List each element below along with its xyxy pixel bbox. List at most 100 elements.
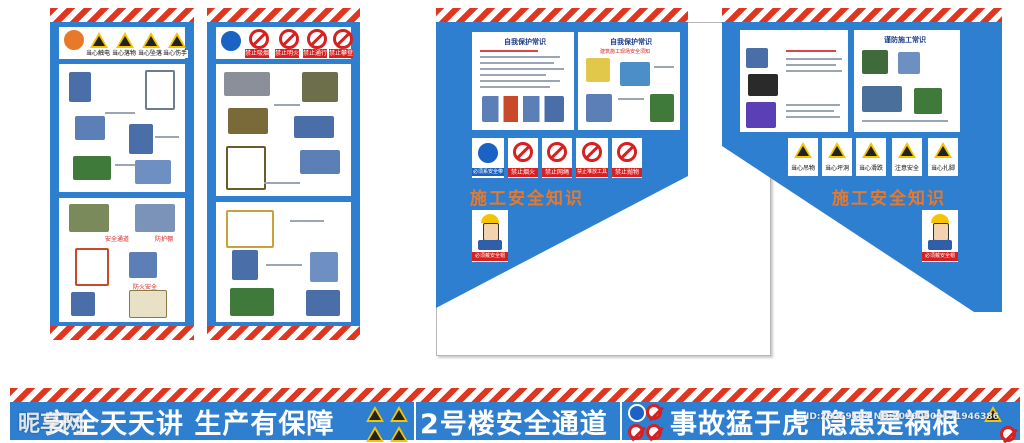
- text-line: [264, 182, 300, 184]
- sign-label: 禁止堆放工具: [576, 168, 608, 177]
- illustration-card: 安全通道 防护棚 防火安全: [59, 198, 185, 322]
- machine-illustration: [748, 74, 778, 96]
- machine-illustration: [230, 288, 274, 316]
- sign-card: 禁止抛物: [612, 138, 642, 178]
- sign-label: 禁止网绳: [542, 168, 572, 177]
- banner-sign-group: [982, 404, 1018, 442]
- banner-divider: [620, 402, 622, 440]
- worker-illustration: [650, 94, 674, 122]
- worker-illustration: [586, 58, 610, 82]
- worker-illustration: [310, 252, 338, 282]
- machine-illustration: [862, 50, 888, 74]
- sign-label: 禁止攀登: [329, 49, 354, 58]
- sign-label: 禁止吸烟: [245, 49, 270, 58]
- worker-illustration: [586, 94, 612, 122]
- card-title: 自我保护常识: [610, 38, 652, 46]
- machine-illustration: [862, 86, 902, 112]
- prohibition-icon: [628, 424, 644, 440]
- scaffold-illustration: [145, 70, 175, 110]
- card-caption: 防火安全: [133, 284, 158, 291]
- sign-card: 必须系安全带: [472, 138, 504, 178]
- helmet-sign: 必须戴安全帽: [922, 210, 958, 262]
- text-line: [115, 164, 135, 166]
- fall-warning-icon: [142, 32, 160, 48]
- no-smoking-icon: [249, 29, 269, 49]
- text-line: [480, 62, 554, 64]
- electric-warning-icon: [90, 32, 108, 48]
- text-line: [480, 68, 564, 70]
- sign-card: 禁止堆放工具: [576, 138, 608, 178]
- sign-label: 必须戴安全帽: [922, 252, 958, 261]
- hazard-stripe-top: [207, 8, 360, 22]
- warning-icon: [390, 426, 408, 442]
- worker-illustration: [71, 292, 95, 316]
- text-line: [786, 116, 840, 118]
- text-line: [480, 80, 560, 82]
- hanging-load-icon: [794, 142, 812, 158]
- worker-illustration: [898, 52, 920, 74]
- worker-face-icon: [483, 223, 499, 241]
- banner-sign-group: [626, 404, 666, 440]
- no-throw-icon: [617, 142, 637, 162]
- text-line: [480, 74, 546, 76]
- text-line: [480, 56, 560, 58]
- mandatory-icon: [219, 29, 243, 53]
- card-label: 安全通道: [105, 236, 130, 243]
- no-tools-icon: [582, 142, 602, 162]
- helmet-icon: [62, 28, 86, 52]
- scaffold-illustration: [226, 210, 274, 248]
- worker-illustration: [300, 150, 340, 174]
- sign-label: 当心吊物: [788, 165, 818, 173]
- sign-label: 当心坠落: [138, 50, 163, 58]
- scaffold-illustration: [69, 204, 109, 232]
- sign-label: 当心伤手: [162, 50, 188, 58]
- worker-illustration: [228, 108, 268, 134]
- panel-center: 自我保护常识 自我保护常识 建筑施工现场安全须知 必须系安全带 禁止烟火 禁止网…: [436, 8, 771, 356]
- sign-label: 禁止明火: [275, 49, 300, 58]
- text-line: [290, 220, 324, 222]
- text-line: [786, 104, 840, 106]
- panel-right: 谨防施工常识 当心吊物 当心坪洞 当心滑跌 注意安全 当心扎脚 施工安全知识 必…: [722, 8, 1002, 312]
- no-entry-icon: [307, 29, 327, 49]
- worker-illustration: [620, 62, 650, 86]
- sign-label: 必须戴安全帽: [472, 252, 508, 261]
- info-card: [740, 30, 848, 132]
- no-net-icon: [547, 142, 567, 162]
- scaffold-illustration: [226, 146, 266, 190]
- text-line: [618, 98, 644, 100]
- text-line: [786, 70, 842, 72]
- sign-label: 当心触电: [86, 50, 111, 58]
- no-fire-icon: [279, 29, 299, 49]
- text-line: [105, 112, 135, 114]
- harness-icon: [476, 141, 500, 165]
- text-line: [786, 110, 834, 112]
- sign-label: 必须系安全带: [472, 168, 504, 176]
- banner-sign-group: [362, 404, 412, 442]
- sign-label: 当心扎脚: [928, 165, 958, 173]
- prohibition-icon: [646, 424, 662, 440]
- hazard-stripe-bottom: [207, 326, 360, 340]
- slip-icon: [862, 142, 880, 158]
- worker-illustration: [746, 48, 768, 68]
- worker-illustration: [129, 252, 157, 278]
- sign-label: 当心坪洞: [822, 165, 852, 173]
- worker-illustration: [294, 116, 334, 138]
- illustration-card: [216, 64, 351, 196]
- text-line: [786, 64, 836, 66]
- sign-label: 当心落物: [112, 50, 137, 58]
- tools-illustration: [224, 72, 270, 96]
- no-fire-icon: [513, 142, 533, 162]
- ladder-illustration: [302, 72, 338, 102]
- panel-left-2: 禁止吸烟 禁止明火 禁止通行 禁止攀登: [207, 8, 360, 340]
- warning-icon: [984, 406, 1002, 422]
- text-line: [480, 86, 550, 88]
- illustration-card: [59, 64, 185, 192]
- sign-card: 禁止烟火: [508, 138, 538, 178]
- watermark-left: 昵享网: [18, 412, 85, 437]
- sign-card: 禁止网绳: [542, 138, 572, 178]
- banner-slogan-2: 2号楼安全通道: [420, 409, 608, 440]
- sign-label: 禁止通行: [303, 49, 328, 58]
- falling-object-icon: [116, 32, 134, 48]
- hazard-stripe-bottom: [50, 326, 194, 340]
- workers-illustration: [482, 96, 564, 122]
